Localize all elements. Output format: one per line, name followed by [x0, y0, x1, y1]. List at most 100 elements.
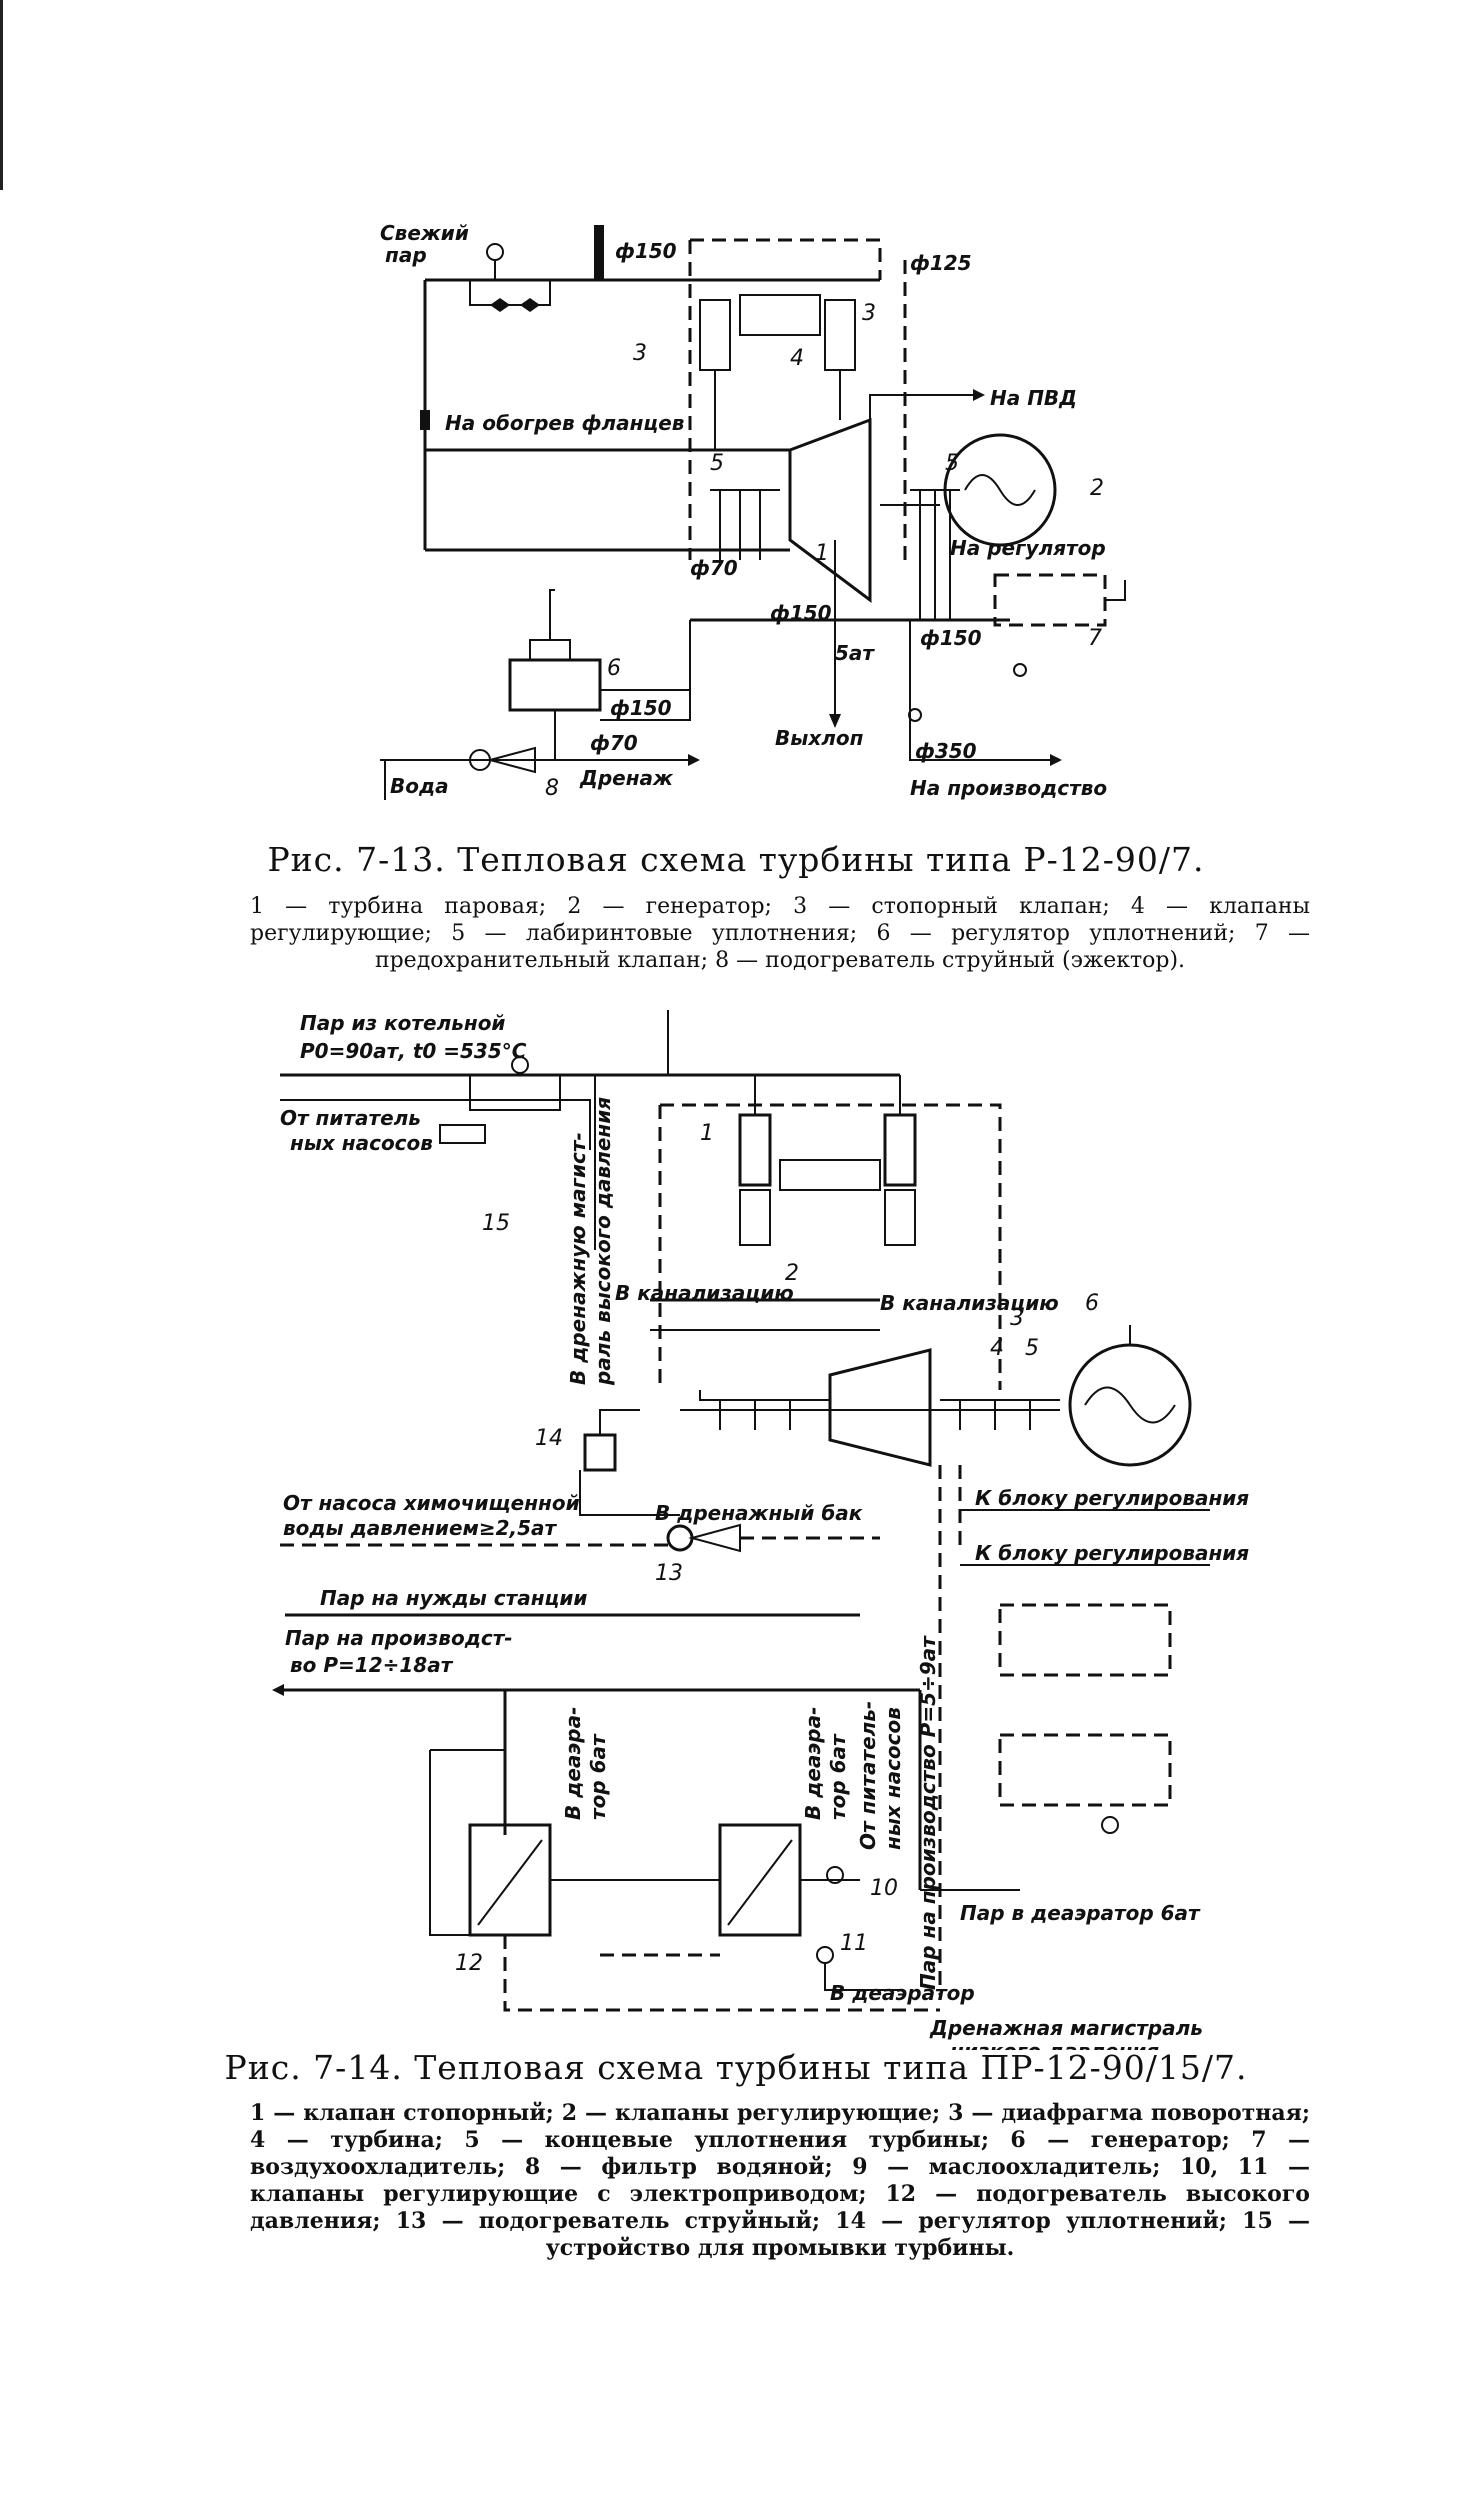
seal-group-left: [710, 489, 780, 560]
flange-stack-icon: [594, 225, 604, 280]
callout-13: 13: [655, 1561, 683, 1586]
callout-12: 12: [455, 1951, 483, 1976]
label-d350: ф350: [915, 739, 977, 763]
washing-device-15: [439, 1124, 486, 1144]
dashed-top-right: [660, 1103, 1002, 1390]
pressure-gauge-icon: [486, 243, 504, 261]
label-d150-top: ф150: [615, 239, 677, 263]
label-drainage: Дренаж: [579, 766, 674, 790]
label-station-steam: Пар на нужды станции: [320, 1586, 587, 1610]
callout-1: 1: [700, 1121, 714, 1146]
label-from-pump-1: От насоса химочищенной: [283, 1491, 580, 1515]
arrow-right-icon: [973, 389, 985, 401]
label-fresh-steam-2: пар: [385, 243, 427, 267]
stop-valve-right: [824, 299, 856, 371]
pressure-gauge-icon: [511, 1056, 529, 1074]
page-edge-mark: [0, 0, 3, 190]
sine-wave-icon: [1084, 1386, 1176, 1424]
callout-14: 14: [535, 1426, 563, 1451]
safety-valve-loop: [993, 573, 1107, 627]
bypass-line: [469, 280, 551, 306]
jet-nozzle: [688, 1523, 741, 1553]
arrow-right-icon: [688, 754, 700, 766]
callout-5: 5: [1025, 1336, 1039, 1361]
regulator-stem: [599, 1409, 640, 1435]
label-d70-low: ф70: [590, 731, 638, 755]
label-water: Вода: [390, 774, 449, 798]
label-drain-lp-1: Дренажная магистраль: [929, 2016, 1203, 2040]
control-loop-lower: [998, 1733, 1172, 1807]
bypass-loop: [469, 1075, 561, 1111]
dashed-top-loop: [690, 238, 882, 280]
label-steam-from-boiler: Пар из котельной: [300, 1011, 505, 1035]
label-steam-deaerator: Пар в деаэратор 6ат: [960, 1901, 1201, 1925]
heater-loop-left: [429, 1750, 470, 1936]
label-to-deaerator: В деаэратор: [830, 1981, 975, 2005]
seal-group-right: [910, 489, 960, 620]
label-flange-heating: На обогрев фланцев: [445, 411, 684, 435]
valve-icon: [530, 298, 540, 312]
label-d125: ф125: [910, 251, 972, 275]
valve-icon: [500, 298, 510, 312]
valve-icon: [908, 708, 922, 722]
label-d150-right: ф150: [920, 626, 982, 650]
regulator-stem: [549, 589, 555, 640]
label-to-sewer-left: В канализацию: [615, 1281, 794, 1305]
regulating-valves-2: [779, 1159, 881, 1191]
seals-right: [940, 1399, 1060, 1430]
callout-7: 7: [1088, 626, 1102, 651]
production-line: [909, 620, 1050, 761]
arrow-down-icon: [829, 714, 841, 728]
callout-3-right: 3: [862, 301, 876, 326]
label-drain-tank: В дренажный бак: [655, 1501, 863, 1525]
label-to-production: На производство: [910, 776, 1107, 800]
callout-2: 2: [785, 1261, 799, 1286]
label-deaerator-left-1: В деаэра-: [561, 1707, 585, 1820]
figure-7-13-caption: Рис. 7-13. Тепловая схема турбины типа Р…: [267, 840, 1205, 879]
callout-6: 6: [607, 656, 621, 681]
seals-left: [699, 1390, 830, 1430]
label-exhaust: Выхлоп: [775, 726, 864, 750]
label-deaerator-right-1: В деаэра-: [801, 1707, 825, 1820]
label-d70-mid: ф70: [690, 556, 738, 580]
heater-coil-right: [727, 1839, 793, 1926]
label-5at: 5ат: [835, 641, 875, 665]
seal-regulator-body: [508, 658, 602, 712]
label-from-feed-1: От питатель: [280, 1106, 421, 1130]
label-to-reg-block-1: К блоку регулирования: [975, 1486, 1249, 1510]
callout-15: 15: [482, 1211, 510, 1236]
callout-3-left: 3: [633, 341, 647, 366]
callout-5-left: 5: [710, 451, 724, 476]
heater-coil-left: [477, 1839, 543, 1926]
regulating-valves-box: [739, 294, 821, 336]
arrow-right-icon: [1050, 754, 1062, 766]
valve-icon: [1101, 1816, 1119, 1834]
turbine-4-body: [828, 1348, 932, 1467]
label-deaerator-left-2: тор 6ат: [586, 1733, 610, 1820]
label-from-feed-2: ных насосов: [290, 1131, 433, 1155]
figure-7-14-caption: Рис. 7-14. Тепловая схема турбины типа П…: [224, 2048, 1248, 2087]
label-drain-hp-1: В дренажную магист-: [566, 1132, 590, 1385]
label-to-reg-block-2: К блоку регулирования: [975, 1541, 1249, 1565]
label-from-pump-2: воды давлением≥2,5ат: [283, 1516, 558, 1540]
label-drain-hp-2: раль высокого давления: [591, 1097, 615, 1386]
callout-5-right: 5: [945, 451, 959, 476]
label-from-feed-pumps-2: ных насосов: [881, 1707, 905, 1850]
valve-body-left: [739, 1189, 771, 1246]
stop-valve-left: [699, 299, 731, 371]
stop-valve-1-left: [738, 1113, 772, 1187]
label-prod-steam-2: во P=12÷18ат: [290, 1653, 454, 1677]
figure-7-14-legend: 1 — клапан стопорный; 2 — клапаны регули…: [250, 2100, 1310, 2261]
callout-10: 10: [870, 1876, 898, 1901]
callout-1: 1: [815, 541, 829, 566]
feed-line: [280, 1099, 591, 1150]
valve-11-icon: [816, 1946, 834, 1964]
turbine-body: [788, 417, 872, 603]
label-deaerator-right-2: тор 6ат: [826, 1733, 850, 1820]
callout-4: 4: [990, 1336, 1004, 1361]
valve-icon: [520, 298, 530, 312]
label-d150-low: ф150: [610, 696, 672, 720]
callout-8: 8: [545, 776, 559, 801]
lp-drain-line: [503, 1935, 940, 2012]
seal-regulator-14: [583, 1433, 617, 1472]
